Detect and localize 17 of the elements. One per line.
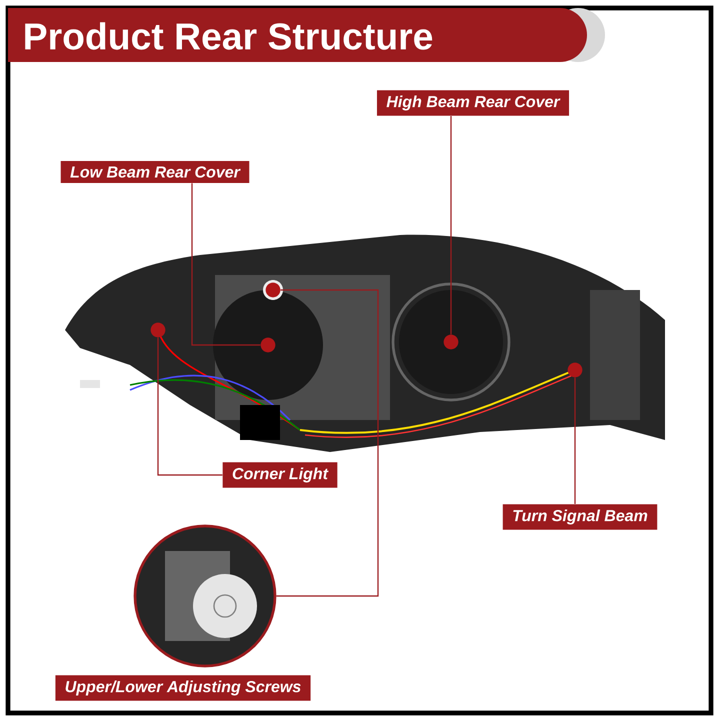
screw-inset-picture	[134, 524, 276, 668]
callout-label: Turn Signal Beam	[502, 504, 658, 530]
callout-label: High Beam Rear Cover	[376, 90, 570, 116]
leader-line	[450, 116, 452, 334]
marker-dot	[150, 322, 166, 338]
marker-dot	[266, 282, 280, 298]
leader-line	[574, 378, 576, 504]
leader-line	[276, 289, 379, 597]
marker-dot	[260, 338, 276, 352]
callout-label: Low Beam Rear Cover	[60, 161, 250, 183]
leader-line	[157, 338, 222, 476]
callout-label: Upper/Lower Adjusting Screws	[55, 675, 311, 701]
marker-dot	[568, 362, 582, 378]
title-banner: Product Rear Structure	[8, 8, 605, 62]
callout-label: Corner Light	[222, 462, 338, 488]
marker-dot	[444, 334, 458, 350]
leader-line	[191, 183, 260, 346]
